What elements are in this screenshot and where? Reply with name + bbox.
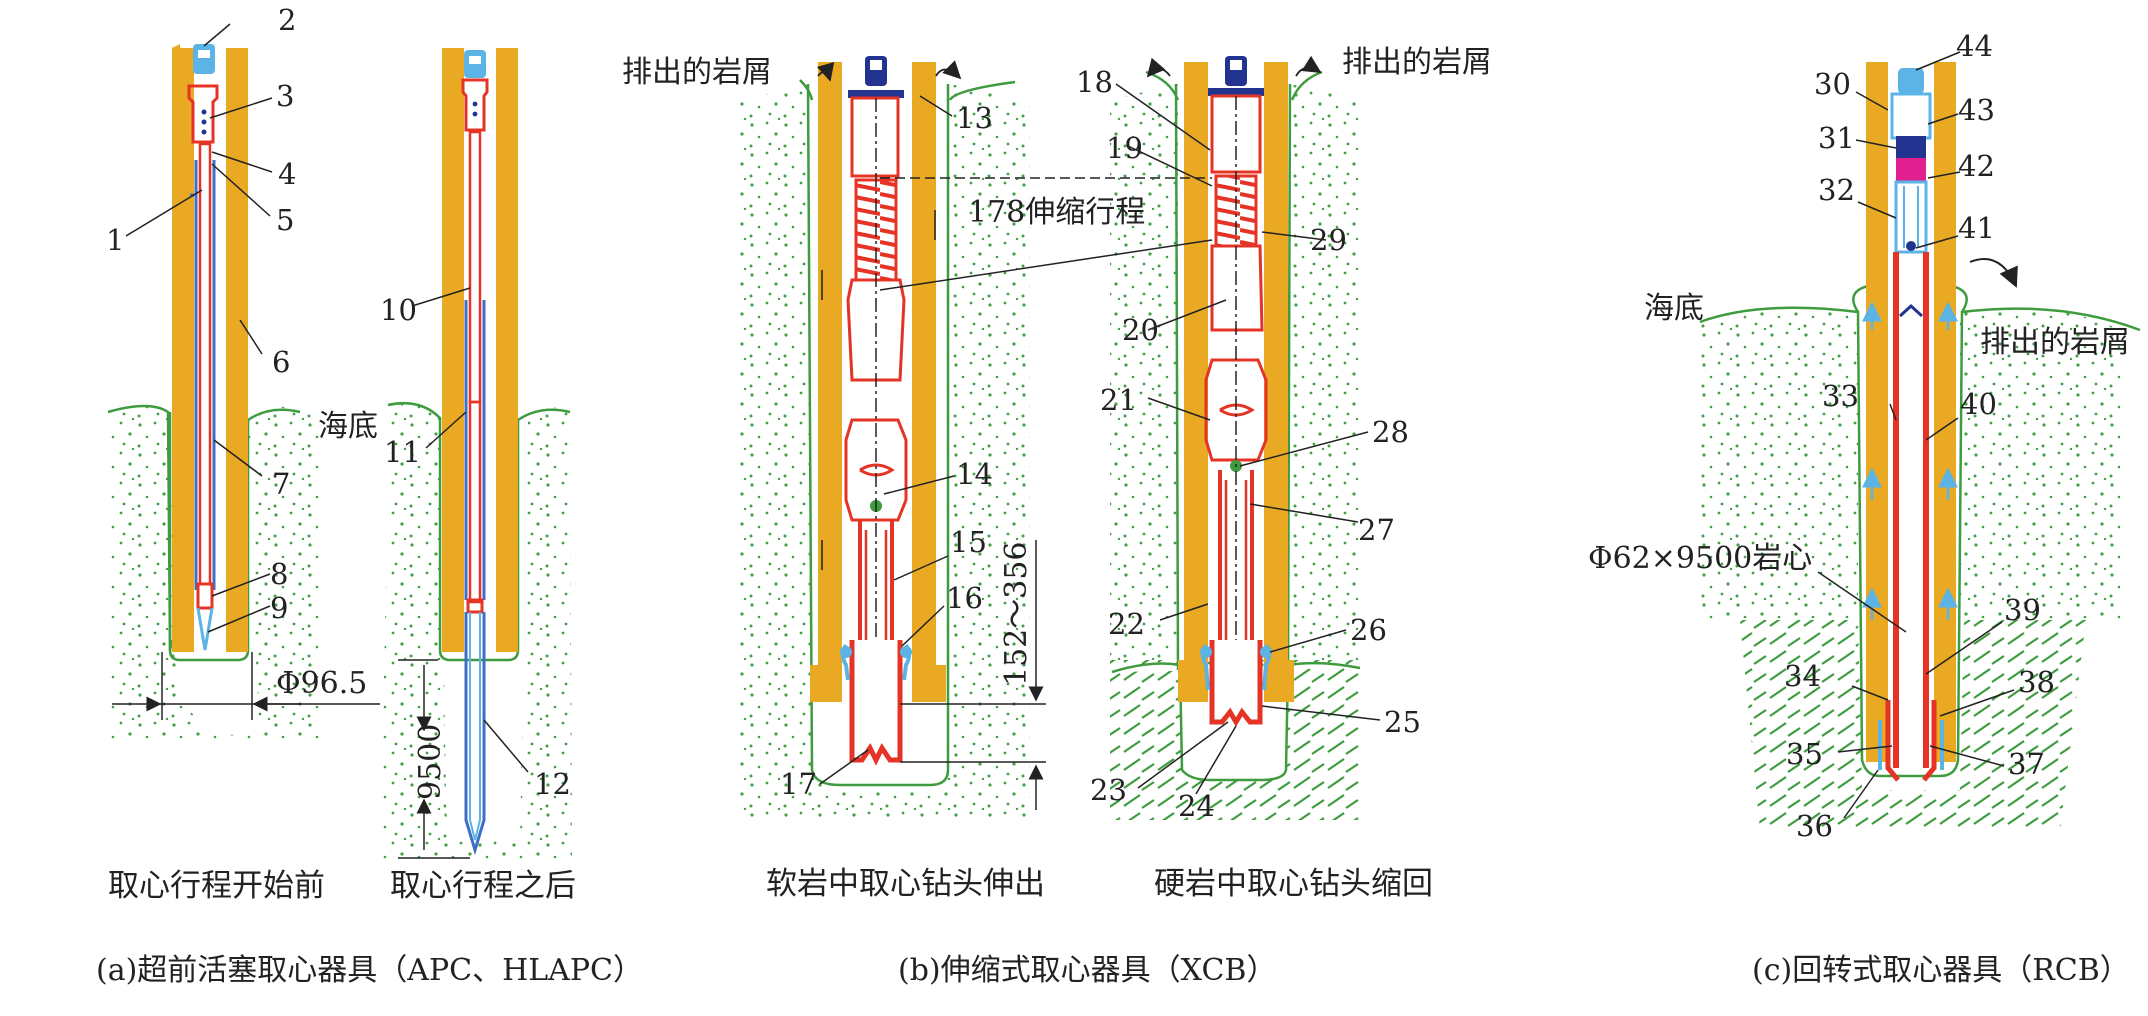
casing-b-right-r bbox=[1264, 62, 1288, 702]
label-33: 33 bbox=[1822, 379, 1859, 413]
casing-a-right-r bbox=[496, 48, 518, 652]
label-42: 42 bbox=[1958, 149, 1995, 183]
label-20: 20 bbox=[1122, 313, 1159, 347]
label-11: 11 bbox=[384, 435, 421, 469]
label-26: 26 bbox=[1350, 613, 1387, 647]
caption-b: (b)伸缩式取心器具（XCB） bbox=[898, 953, 1276, 988]
label-19: 19 bbox=[1106, 131, 1143, 165]
label-39: 39 bbox=[2004, 593, 2041, 627]
sediment-b-left bbox=[740, 84, 1030, 820]
label-21: 21 bbox=[1100, 383, 1137, 417]
casing-b-right-l bbox=[1184, 62, 1208, 702]
casing-a-left-r bbox=[226, 48, 248, 652]
label-27: 27 bbox=[1358, 513, 1395, 547]
inner-barrel-c bbox=[1893, 252, 1929, 768]
sediment-b-right bbox=[1110, 84, 1360, 680]
range-label: 152～356 bbox=[999, 541, 1034, 686]
label-1: 1 bbox=[106, 223, 124, 257]
label-29: 29 bbox=[1310, 223, 1347, 257]
label-9: 9 bbox=[270, 591, 288, 625]
casing-a-right-l bbox=[442, 48, 464, 652]
seabed-label-a: 海底 bbox=[318, 409, 378, 444]
seabed-c bbox=[1699, 306, 2141, 778]
label-25: 25 bbox=[1384, 705, 1421, 739]
label-6: 6 bbox=[272, 345, 290, 379]
head-a-left bbox=[193, 44, 215, 74]
label-43: 43 bbox=[1958, 93, 1995, 127]
sediment-c bbox=[1700, 307, 2120, 620]
label-14: 14 bbox=[956, 457, 993, 491]
label-32: 32 bbox=[1818, 173, 1855, 207]
core-label: Φ62×9500岩心 bbox=[1588, 541, 1812, 576]
cuttings-label-c: 排出的岩屑 bbox=[1980, 325, 2130, 360]
label-13: 13 bbox=[956, 101, 993, 135]
label-17: 17 bbox=[780, 767, 817, 801]
head-c bbox=[1898, 68, 1924, 94]
label-40: 40 bbox=[1960, 387, 1997, 421]
label-5: 5 bbox=[276, 203, 294, 237]
casing-c-r bbox=[1934, 62, 1956, 762]
cuttings-label-b-right: 排出的岩屑 bbox=[1342, 45, 1492, 80]
label-38: 38 bbox=[2018, 665, 2055, 699]
label-31: 31 bbox=[1818, 121, 1855, 155]
panel-c: 44 30 43 31 42 32 41 33 40 39 34 38 35 3… bbox=[1588, 29, 2141, 988]
label-36: 36 bbox=[1796, 809, 1833, 843]
seabed-label-c: 海底 bbox=[1644, 291, 1704, 326]
stroke-label: 9500 bbox=[413, 724, 448, 800]
telescope-label: 178伸缩行程 bbox=[968, 195, 1145, 230]
piston-head-a-left bbox=[187, 84, 219, 144]
hole-a-left bbox=[168, 412, 250, 662]
barrel-a-left bbox=[198, 142, 212, 586]
casing-b-left-l bbox=[818, 62, 842, 702]
barrel-a-right bbox=[468, 130, 482, 404]
bit-b-left bbox=[849, 640, 903, 766]
label-35: 35 bbox=[1786, 737, 1823, 771]
seabed-a-left bbox=[107, 404, 301, 651]
label-23: 23 bbox=[1090, 773, 1127, 807]
label-15: 15 bbox=[950, 525, 987, 559]
label-3: 3 bbox=[276, 79, 294, 113]
bit-b-right bbox=[1209, 640, 1263, 727]
panel-b: 152～356 13 14 15 16 bbox=[622, 45, 1492, 988]
cuttings-label-b-left: 排出的岩屑 bbox=[622, 55, 772, 90]
caption-c: (c)回转式取心器具（RCB） bbox=[1752, 953, 2130, 988]
label-44: 44 bbox=[1956, 29, 1993, 63]
panel-a: Φ96.5 9500 2 3 4 5 1 6 7 8 9 bbox=[96, 3, 643, 988]
hard-rock-c bbox=[1740, 620, 2086, 830]
label-18: 18 bbox=[1076, 65, 1113, 99]
label-4: 4 bbox=[278, 157, 296, 191]
magenta-sub-c bbox=[1896, 158, 1926, 182]
label-8: 8 bbox=[270, 557, 288, 591]
label-10: 10 bbox=[380, 293, 417, 327]
casing-a-left-l bbox=[172, 48, 194, 652]
label-16: 16 bbox=[946, 581, 983, 615]
label-22: 22 bbox=[1108, 607, 1145, 641]
casing-c-l bbox=[1866, 62, 1888, 762]
label-24: 24 bbox=[1178, 789, 1215, 823]
label-34: 34 bbox=[1784, 659, 1821, 693]
label-12: 12 bbox=[534, 767, 571, 801]
label-2: 2 bbox=[278, 3, 296, 37]
label-30: 30 bbox=[1814, 67, 1851, 101]
casing-b-left-r bbox=[912, 62, 936, 702]
after-label: 取心行程之后 bbox=[390, 868, 576, 904]
label-7: 7 bbox=[272, 467, 290, 501]
diameter-label: Φ96.5 bbox=[276, 666, 367, 701]
shoe-a-left bbox=[196, 607, 214, 651]
soft-rock-label: 软岩中取心钻头伸出 bbox=[766, 866, 1045, 902]
label-41: 41 bbox=[1958, 211, 1995, 245]
caption-a: (a)超前活塞取心器具（APC、HLAPC） bbox=[96, 953, 643, 988]
spring-b-right bbox=[1214, 174, 1258, 248]
extended-barrel-a bbox=[464, 612, 486, 856]
label-37: 37 bbox=[2008, 747, 2045, 781]
label-28: 28 bbox=[1372, 415, 1409, 449]
sediment-a-right bbox=[380, 399, 572, 860]
hard-rock-label: 硬岩中取心钻头缩回 bbox=[1154, 866, 1433, 902]
before-label: 取心行程开始前 bbox=[108, 868, 325, 904]
